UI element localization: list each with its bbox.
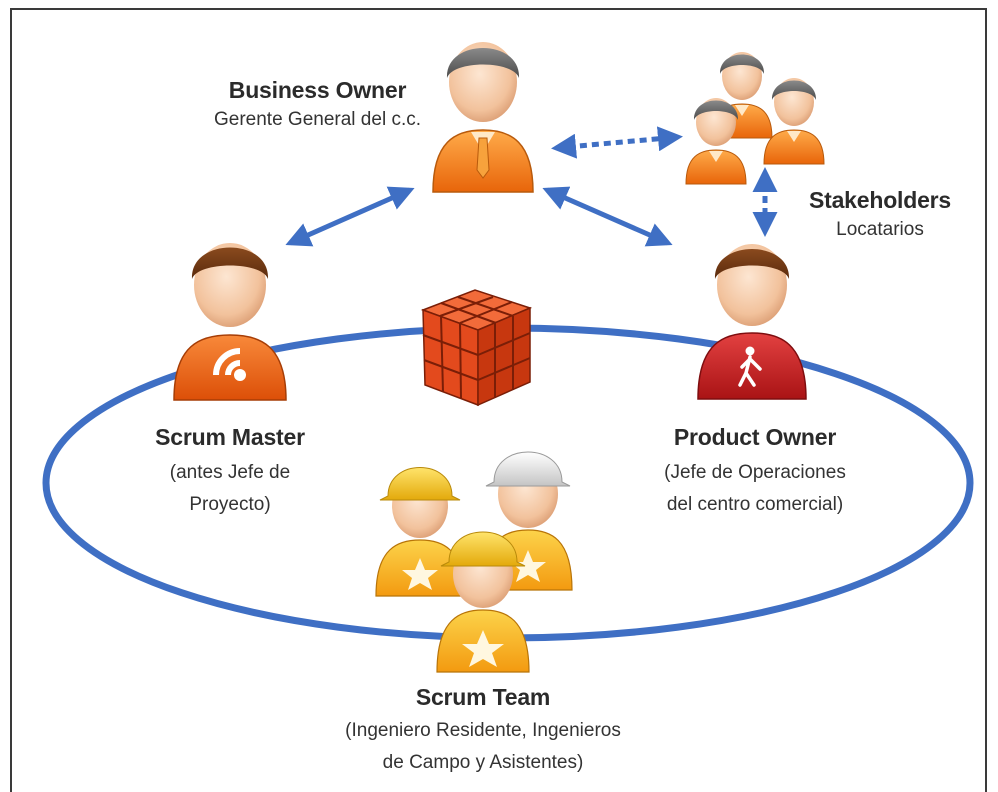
stakeholders-label: Stakeholders Locatarios [800,187,960,246]
scrum-team-label: Scrum Team (Ingeniero Residente, Ingenie… [318,684,648,779]
businessman-icon [432,42,534,193]
person-walking-icon [697,244,807,400]
scrum-team-subtitle: (Ingeniero Residente, Ingenieros de Camp… [345,720,621,773]
product-owner-label: Product Owner (Jefe de Operaciones del c… [640,424,870,521]
scrum-master-subtitle: (antes Jefe de Proyecto) [169,462,291,515]
scrum-master-title: Scrum Master [155,424,305,450]
cube-icon [420,289,533,407]
business-owner-subtitle: Gerente General del c.c. [214,109,421,130]
arrow-bo-sm [285,186,415,247]
business-owner-label: Business Owner Gerente General del c.c. [200,77,435,136]
business-owner-title: Business Owner [228,77,407,103]
arrow-bo-po [542,186,673,247]
workers-hardhat-icon [375,451,573,673]
group-icon [685,52,825,185]
stakeholders-subtitle: Locatarios [836,219,924,240]
scrum-team-title: Scrum Team [415,684,551,710]
scrum-master-label: Scrum Master (antes Jefe de Proyecto) [140,424,320,521]
stakeholders-title: Stakeholders [808,187,952,213]
person-wifi-icon [173,243,287,401]
product-owner-title: Product Owner [673,424,837,450]
diagram-frame [10,8,987,792]
product-owner-subtitle: (Jefe de Operaciones del centro comercia… [664,462,846,515]
arrow-bo-stakeholders [551,126,683,159]
